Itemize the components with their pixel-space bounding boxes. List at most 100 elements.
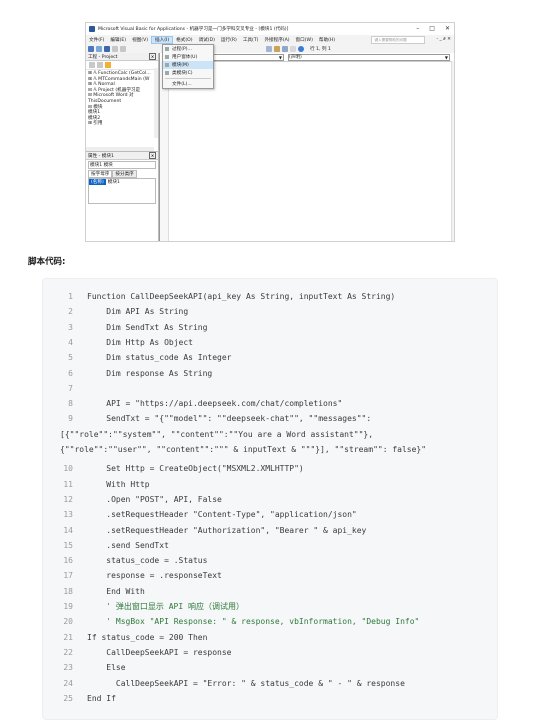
project-horizontal-scrollbar[interactable] bbox=[86, 147, 154, 151]
menu-tools[interactable]: 工具(T) bbox=[242, 37, 259, 43]
object-select[interactable]: 模块1 模块 bbox=[88, 161, 156, 169]
menu-addins[interactable]: 外接程序(A) bbox=[264, 37, 290, 43]
maximize-icon[interactable]: □ bbox=[429, 25, 435, 32]
minimize-icon[interactable]: – bbox=[416, 25, 420, 32]
tree-item[interactable]: ThisDocument bbox=[88, 98, 122, 104]
window-title: Microsoft Visual Basic for Applications … bbox=[98, 27, 289, 32]
code-text: Dim API As String bbox=[87, 307, 189, 317]
code-text: .send SendTxt bbox=[87, 540, 169, 550]
object-select-value: 模块1 模块 bbox=[90, 163, 113, 168]
property-row[interactable]: (名称) 模块1 bbox=[89, 179, 155, 185]
insert-userform-item[interactable]: 用户窗体(U) bbox=[163, 53, 213, 61]
line-number: 21 bbox=[63, 632, 73, 642]
insert-file-item[interactable]: 文件(L)... bbox=[163, 80, 213, 88]
line-number: 20 bbox=[63, 617, 73, 627]
tree-item[interactable]: ⊞ 𝔸 MTCommandsMain (W bbox=[88, 76, 150, 82]
code-text: Function CallDeepSeekAPI(api_key As Stri… bbox=[87, 292, 396, 301]
code-text: ' 弹出窗口显示 API 响应（调试用） bbox=[87, 602, 244, 611]
insert-module-item[interactable]: 模块(M) bbox=[163, 61, 213, 69]
code-text: Dim SendTxt As String bbox=[87, 322, 208, 332]
line-number: 7 bbox=[68, 383, 73, 393]
menu-insert[interactable]: 插入(I) bbox=[151, 35, 174, 44]
procedure-combo-value: (声明) bbox=[289, 55, 302, 60]
project-pane-header: 工程 - Project × bbox=[86, 53, 158, 61]
line-number: 19 bbox=[63, 602, 73, 611]
class-module-icon bbox=[165, 71, 169, 75]
cut-icon[interactable] bbox=[112, 45, 118, 52]
insert-procedure-item[interactable]: 过程(P)... bbox=[163, 45, 213, 53]
code-text: If status_code = 200 Then bbox=[87, 632, 208, 642]
project-pane-title: 工程 - Project bbox=[88, 54, 118, 60]
close-icon[interactable]: × bbox=[149, 53, 156, 60]
code-text: response = .responseText bbox=[87, 571, 222, 581]
procedure-combo[interactable]: (声明) ▼ bbox=[288, 53, 450, 61]
menu-item-label: 用户窗体(U) bbox=[172, 55, 198, 60]
window-controls: – □ ✕ bbox=[416, 25, 450, 32]
save-icon[interactable] bbox=[104, 45, 110, 52]
userform-icon bbox=[165, 55, 169, 59]
tab-categorized[interactable]: 按分类序 bbox=[112, 170, 137, 178]
code-text: End With bbox=[87, 586, 145, 596]
code-text: .Open "POST", API, False bbox=[87, 494, 222, 504]
code-vertical-scrollbar[interactable] bbox=[451, 61, 454, 241]
code-text: .setRequestHeader "Content-Type", "appli… bbox=[87, 510, 357, 520]
procedure-icon bbox=[165, 47, 169, 51]
mdi-controls[interactable]: - _ ∂ ✕ bbox=[436, 37, 451, 42]
line-number: 24 bbox=[63, 678, 73, 688]
properties-pane-title: 属性 - 模块1 bbox=[88, 153, 114, 159]
code-text: SendTxt = "{""model"": ""deepseek-chat""… bbox=[87, 414, 372, 424]
tab-alphabetic[interactable]: 按字母序 bbox=[88, 170, 113, 178]
menu-file[interactable]: 文件(F) bbox=[89, 37, 105, 43]
menu-window[interactable]: 窗口(W) bbox=[295, 37, 313, 43]
project-explorer-icon[interactable] bbox=[274, 45, 280, 52]
close-icon[interactable]: ✕ bbox=[444, 25, 450, 32]
tree-item[interactable]: ⊟ 𝔸 Project (机器学习是 bbox=[88, 87, 141, 93]
line-number: 16 bbox=[63, 556, 73, 566]
menu-run[interactable]: 运行(R) bbox=[220, 37, 237, 43]
window-titlebar: Microsoft Visual Basic for Applications … bbox=[86, 23, 454, 35]
menu-item-label: 类模块(C) bbox=[172, 71, 193, 76]
toggle-folders-icon[interactable] bbox=[105, 62, 111, 68]
view-code-icon[interactable] bbox=[89, 62, 95, 68]
help-icon[interactable] bbox=[298, 45, 304, 52]
menu-debug[interactable]: 调试(D) bbox=[198, 37, 215, 43]
menu-view[interactable]: 视图(V) bbox=[132, 37, 149, 43]
design-mode-icon[interactable] bbox=[266, 45, 272, 52]
line-number: 15 bbox=[63, 540, 73, 550]
menu-help[interactable]: 帮助(H) bbox=[318, 37, 336, 43]
menu-edit[interactable]: 编辑(E) bbox=[110, 37, 127, 43]
tree-item[interactable]: ⊞ 𝔸 FunctionCalc (GetCol... bbox=[88, 71, 151, 76]
help-search-input[interactable]: 键入需要帮助的问题 bbox=[371, 35, 426, 44]
margin-indicator-bar bbox=[160, 61, 169, 241]
code-text: ' MsgBox "API Response: " & response, vb… bbox=[87, 617, 420, 627]
properties-icon[interactable] bbox=[282, 45, 288, 52]
property-value[interactable]: 模块1 bbox=[107, 180, 120, 185]
line-number: 9 bbox=[68, 414, 73, 424]
menu-format[interactable]: 格式(O) bbox=[176, 37, 193, 43]
insert-icon[interactable] bbox=[96, 45, 102, 52]
line-number: 5 bbox=[68, 353, 73, 363]
chevron-down-icon: ▼ bbox=[444, 54, 448, 60]
file-icon bbox=[165, 82, 169, 86]
tree-item[interactable]: ⊞ 引用 bbox=[88, 121, 103, 127]
code-text: Else bbox=[87, 663, 126, 673]
project-vertical-scrollbar[interactable] bbox=[154, 68, 158, 138]
view-object-icon[interactable] bbox=[97, 62, 103, 68]
tree-item[interactable]: ⊟ 模块 bbox=[88, 104, 103, 110]
code-text: End If bbox=[87, 693, 116, 703]
line-number: 11 bbox=[63, 479, 73, 489]
copy-icon[interactable] bbox=[120, 45, 126, 52]
line-number: 10 bbox=[63, 464, 73, 474]
object-browser-icon[interactable] bbox=[290, 45, 296, 52]
tree-item[interactable]: 模块1 bbox=[88, 110, 101, 116]
line-number: 23 bbox=[63, 663, 73, 673]
word-view-icon[interactable] bbox=[88, 45, 94, 52]
close-icon[interactable]: × bbox=[149, 152, 156, 159]
tree-item[interactable]: ⊞ 𝔸 Normal bbox=[88, 82, 115, 88]
insert-class-module-item[interactable]: 类模块(C) bbox=[163, 69, 213, 77]
module-icon bbox=[165, 63, 169, 67]
chevron-down-icon: ▼ bbox=[278, 54, 282, 60]
properties-window: 属性 - 模块1 × 模块1 模块 按字母序 按分类序 (名称) 模块1 bbox=[86, 152, 159, 241]
tree-item[interactable]: 模块2 bbox=[88, 115, 101, 121]
tree-item[interactable]: ⊟ Microsoft Word 对 bbox=[88, 93, 134, 99]
